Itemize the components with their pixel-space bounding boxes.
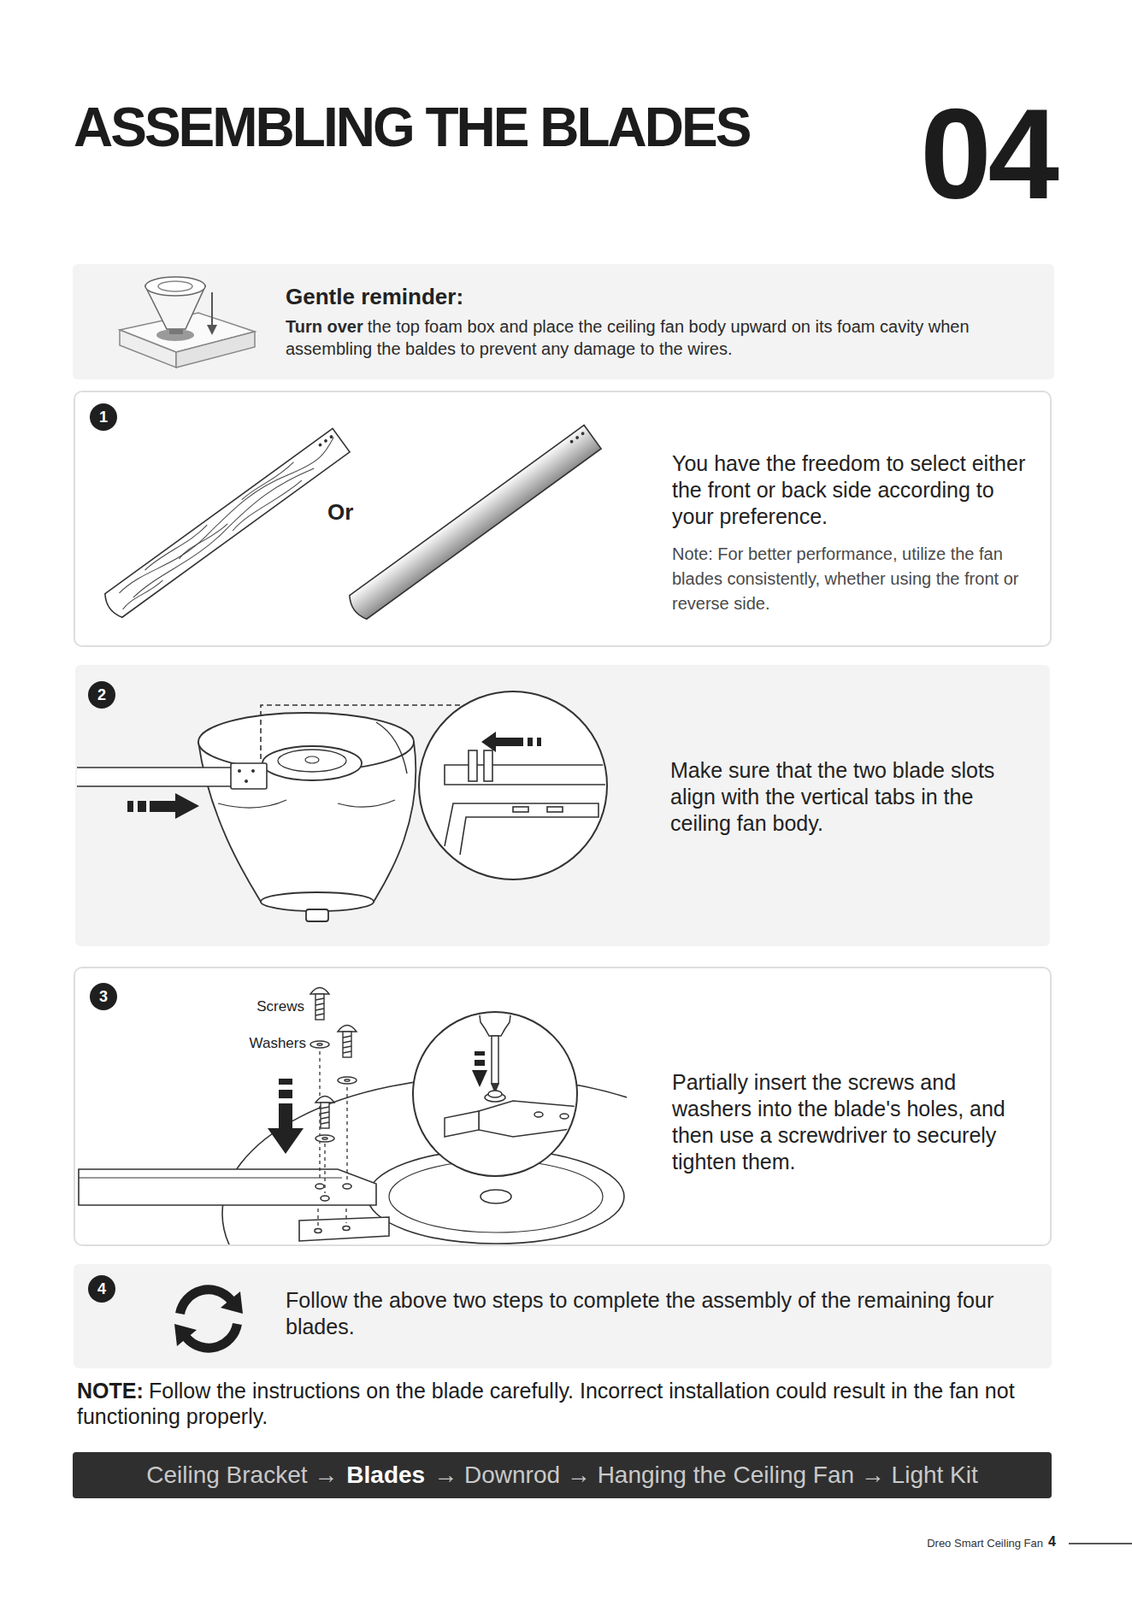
text-block: 2 (88, 681, 116, 709)
text-block: Dreo Smart Ceiling Fan (854, 1536, 1044, 1552)
bold-text: Blades (346, 1462, 425, 1489)
body-text: 4 (1048, 1534, 1056, 1550)
wood-blade (100, 428, 350, 620)
detail-magnifier (418, 691, 616, 880)
body-text: Make sure that the two blade slots align… (670, 758, 995, 836)
text-block: Turn overthe top foam box and place the … (285, 315, 1043, 360)
plain-blade (345, 424, 602, 622)
text-line: 1 (99, 409, 108, 425)
step-number: 2 (88, 681, 116, 709)
text-block: ASSEMBLING THE BLADES (73, 100, 749, 155)
text-block: Make sure that the two blade slots align… (670, 757, 1038, 838)
body-text: → Downrod → Hanging the Ceiling Fan → Li… (433, 1462, 979, 1489)
progress-bar: Ceiling Bracket → Blades → Downrod → Hangi… (72, 1452, 1052, 1499)
bold-text: NOTE: (76, 1379, 144, 1404)
repeat-icon (174, 1290, 243, 1349)
text-line: 4 (97, 1281, 107, 1298)
step-panel: Follow the above two steps to complete t… (73, 1264, 1052, 1369)
text-line: Screws (213, 998, 305, 1016)
text-line: Note: For better performance, utilize th… (672, 542, 1049, 617)
down-arrow (267, 1078, 304, 1155)
text-line: You have the freedom to select either th… (672, 450, 1040, 531)
text-block: NOTE:Follow the instructions on the blad… (76, 1378, 1061, 1430)
text-block: Gentle reminder: (285, 283, 1038, 311)
step-number: 3 (89, 983, 118, 1011)
footer-rule (1068, 1543, 1132, 1545)
text-block: 04 (880, 89, 1056, 219)
body-text: 3 (99, 988, 108, 1006)
foam-box-icon (119, 277, 255, 368)
text-line: Or (327, 499, 379, 526)
page-title: ASSEMBLING THE BLADES (73, 96, 749, 159)
text-line: NOTE:Follow the instructions on the blad… (76, 1378, 1061, 1430)
step-number: 4 (88, 1275, 116, 1303)
text-line: Turn overthe top foam box and place the … (285, 315, 1043, 360)
body-text: Partially insert the screws and washers … (672, 1070, 1006, 1174)
text-block: Screws (213, 998, 305, 1016)
text-block: Washers (213, 1035, 307, 1053)
text-line: Gentle reminder: (285, 283, 1038, 311)
blade-sliding (76, 763, 267, 790)
text-line: Partially insert the screws and washers … (672, 1069, 1040, 1176)
body-text: 4 (97, 1280, 107, 1298)
text-block: You have the freedom to select either th… (672, 450, 1040, 531)
text-line: Dreo Smart Ceiling Fan (854, 1536, 1044, 1552)
body-text: You have the freedom to select either th… (672, 451, 1026, 529)
body-text: Screws (256, 998, 305, 1015)
step-number: 1 (89, 403, 118, 431)
text-line: Ceiling Bracket → Blades → Downrod → Hangi… (141, 1462, 983, 1490)
screwdriver-magnifier (412, 1008, 590, 1177)
body-text: Ceiling Bracket → (146, 1462, 338, 1489)
text-block: Note: For better performance, utilize th… (672, 542, 1049, 617)
text-line: 04 (880, 89, 1056, 219)
bold-text: Turn over (285, 317, 364, 337)
body-text: 2 (97, 686, 107, 704)
text-block: Ceiling Bracket → Blades → Downrod → Hangi… (72, 1452, 1052, 1499)
body-text: 04 (919, 82, 1056, 226)
body-text: Follow the instructions on the blade car… (76, 1379, 1015, 1429)
text-line: 3 (99, 989, 108, 1005)
body-text: Follow the above two steps to complete t… (285, 1288, 994, 1339)
text-block: 3 (89, 983, 118, 1011)
body-text: Washers (249, 1035, 307, 1052)
body-text: the top foam box and place the ceiling f… (285, 317, 970, 359)
body-text: 1 (99, 408, 108, 426)
text-block: Or (327, 499, 379, 526)
text-line: Follow the above two steps to complete t… (285, 1287, 1030, 1341)
screws-and-washers (310, 988, 357, 1144)
text-block: Follow the above two steps to complete t… (285, 1287, 1030, 1341)
body-text: Or (327, 499, 354, 525)
text-line: Make sure that the two blade slots align… (670, 757, 1038, 838)
text-block: 4 (1048, 1533, 1068, 1551)
text-block: 1 (89, 403, 118, 431)
text-block: 4 (88, 1275, 116, 1303)
body-text: Gentle reminder: (285, 283, 464, 310)
text-line: Washers (213, 1035, 307, 1053)
body-text: Dreo Smart Ceiling Fan (926, 1537, 1044, 1551)
text-block: Partially insert the screws and washers … (672, 1069, 1040, 1176)
text-line: 2 (97, 687, 107, 703)
text-line: 4 (1048, 1533, 1068, 1551)
body-text: Note: For better performance, utilize th… (672, 544, 1019, 614)
fan-body (198, 713, 416, 922)
push-arrow (127, 793, 200, 820)
